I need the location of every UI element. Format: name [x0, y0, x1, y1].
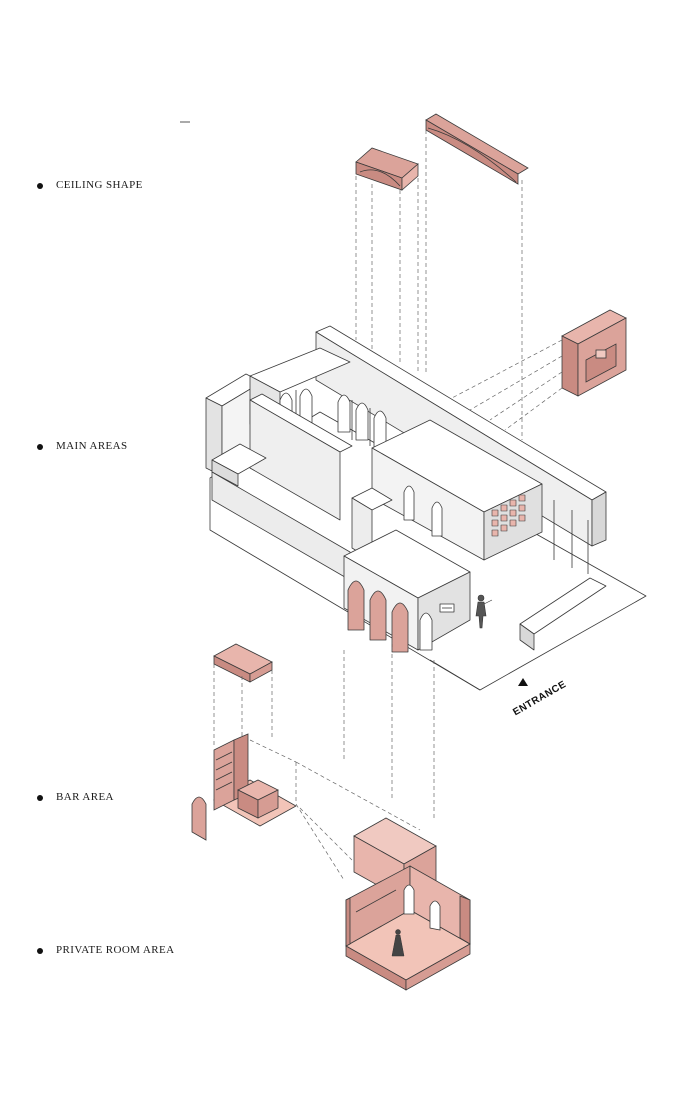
main-areas-model [205, 325, 647, 691]
bullet-private [37, 948, 43, 954]
bullet-bar [37, 795, 43, 801]
bullet-main [37, 444, 43, 450]
ceiling-projection-lines [355, 130, 523, 440]
person-figure [475, 594, 493, 629]
label-private-room-area: PRIVATE ROOM AREA [56, 944, 175, 956]
bar-area-model [191, 733, 297, 841]
panel-projection-lines [451, 339, 563, 431]
ceiling-shapes [355, 113, 529, 191]
label-main-areas: MAIN AREAS [56, 440, 128, 452]
pink-wall-panel [561, 309, 627, 397]
entrance-arrow [518, 678, 528, 686]
main-to-lower-projection-lines [343, 640, 435, 820]
bullet-ceiling [37, 183, 43, 189]
bar-projection-lines [213, 664, 421, 881]
label-bar-area: BAR AREA [56, 791, 114, 803]
private-room-model [345, 865, 471, 991]
label-ceiling-shape: CEILING SHAPE [56, 179, 143, 191]
private-room-person [391, 929, 405, 957]
bar-ceiling-block [213, 643, 273, 683]
